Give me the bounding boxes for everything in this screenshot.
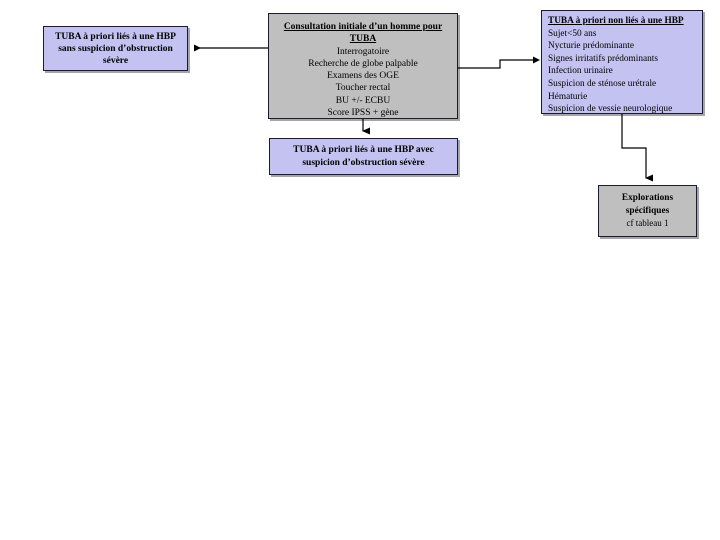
explorations-title-line-1: Explorations: [621, 193, 674, 204]
consultation-line-5: BU +/- ECBU: [335, 95, 391, 106]
no-suspicion-line-3: sévère: [102, 55, 129, 66]
consultation-line-6: Score IPSS + gène: [327, 108, 399, 119]
non-hbp-item-4: Infection urinaire: [548, 66, 613, 77]
consultation-line-1: Interrogatoire: [336, 46, 390, 57]
non-hbp-item-2: Nycturie prédominante: [548, 41, 634, 52]
non-hbp-item-5: Suspicion de sténose urétrale: [548, 78, 657, 89]
with-suspicion-line-1: TUBA à priori liés à une HBP avec: [293, 144, 434, 155]
explorations-subtitle: cf tableau 1: [626, 218, 669, 229]
node-tuba-hbp-sans-suspicion[interactable]: TUBA à priori liés à une HBP sans suspic…: [43, 26, 188, 71]
consultation-title-line-1: Consultation initiale d’un homme pour: [283, 22, 443, 32]
non-hbp-item-7: Suspicion de vessie neurologique: [548, 104, 673, 115]
consultation-line-2: Recherche de globe palpable: [308, 58, 418, 69]
consultation-line-4: Toucher rectal: [335, 83, 391, 94]
with-suspicion-line-2: suspicion d’obstruction sévère: [302, 157, 425, 168]
no-suspicion-line-1: TUBA à priori liés à une HBP: [55, 31, 176, 42]
node-tuba-hbp-avec-suspicion[interactable]: TUBA à priori liés à une HBP avec suspic…: [269, 138, 458, 175]
no-suspicion-line-2: sans suspicion d’obstruction: [58, 43, 173, 54]
edge-consultation-to-non-hbp: [458, 56, 540, 69]
edge-non-hbp-to-explorations: [621, 114, 653, 182]
node-tuba-non-lies-hbp[interactable]: TUBA à priori non liés à une HBP Sujet<5…: [541, 10, 703, 114]
consultation-line-3: Examens des OGE: [327, 71, 399, 82]
node-explorations-specifiques[interactable]: Explorations spécifiques cf tableau 1: [598, 185, 697, 237]
consultation-title-line-2: TUBA: [349, 34, 377, 45]
non-hbp-item-3: Signes irritatifs prédominants: [548, 53, 658, 64]
node-consultation-initiale[interactable]: Consultation initiale d’un homme pour TU…: [268, 13, 458, 119]
non-hbp-item-6: Hématurie: [548, 91, 588, 102]
non-hbp-item-1: Sujet<50 ans: [548, 28, 597, 39]
explorations-title-line-2: spécifiques: [625, 205, 670, 216]
non-hbp-title: TUBA à priori non liés à une HBP: [548, 16, 684, 26]
